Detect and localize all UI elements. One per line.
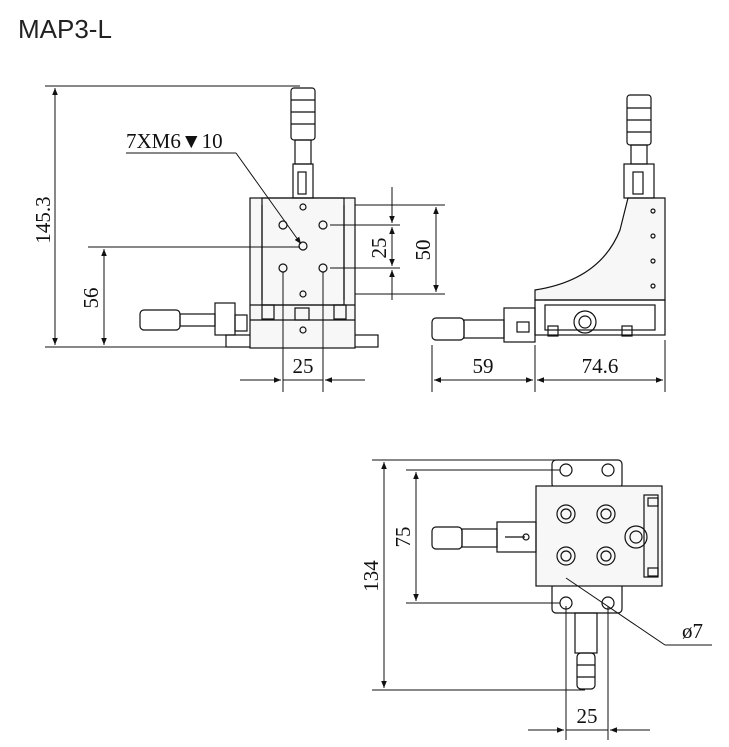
side-view: [431, 94, 666, 343]
dim-side-offset: 59: [473, 354, 494, 378]
drawing-title: MAP3-L: [18, 14, 112, 44]
top-hole-pattern: [556, 504, 616, 566]
dim-height-total: 145.3: [31, 196, 55, 243]
dim-hole-spacing-large: 50: [411, 240, 435, 261]
front-micrometer-head: [290, 87, 316, 141]
front-dimensions: [45, 85, 445, 392]
dim-side-width: 74.6: [582, 354, 619, 378]
side-knob: [573, 310, 597, 334]
top-knob: [624, 525, 648, 549]
dim-top-hole-spacing: 75: [391, 527, 415, 548]
side-dimensions: [431, 340, 666, 392]
dim-top-depth: 134: [359, 560, 383, 592]
dim-hole-spacing-small: 25: [367, 238, 391, 259]
top-view: [431, 459, 663, 690]
dim-height-center: 56: [79, 288, 103, 309]
dim-hole-diameter: ø7: [682, 619, 703, 643]
top-dimensions: [372, 459, 712, 740]
top-flange-upper: [551, 459, 623, 489]
front-micrometer-mount: [292, 163, 314, 199]
dim-top-width: 25: [577, 704, 598, 728]
front-view: [139, 87, 379, 349]
top-stage-body: [535, 485, 663, 587]
front-stage-body: [249, 197, 356, 349]
callout-tapped-holes: 7XM6▼10: [126, 129, 223, 153]
side-stage-profile: [534, 197, 666, 301]
dim-front-width: 25: [293, 354, 314, 378]
front-micrometer-horizontal: [139, 309, 181, 331]
